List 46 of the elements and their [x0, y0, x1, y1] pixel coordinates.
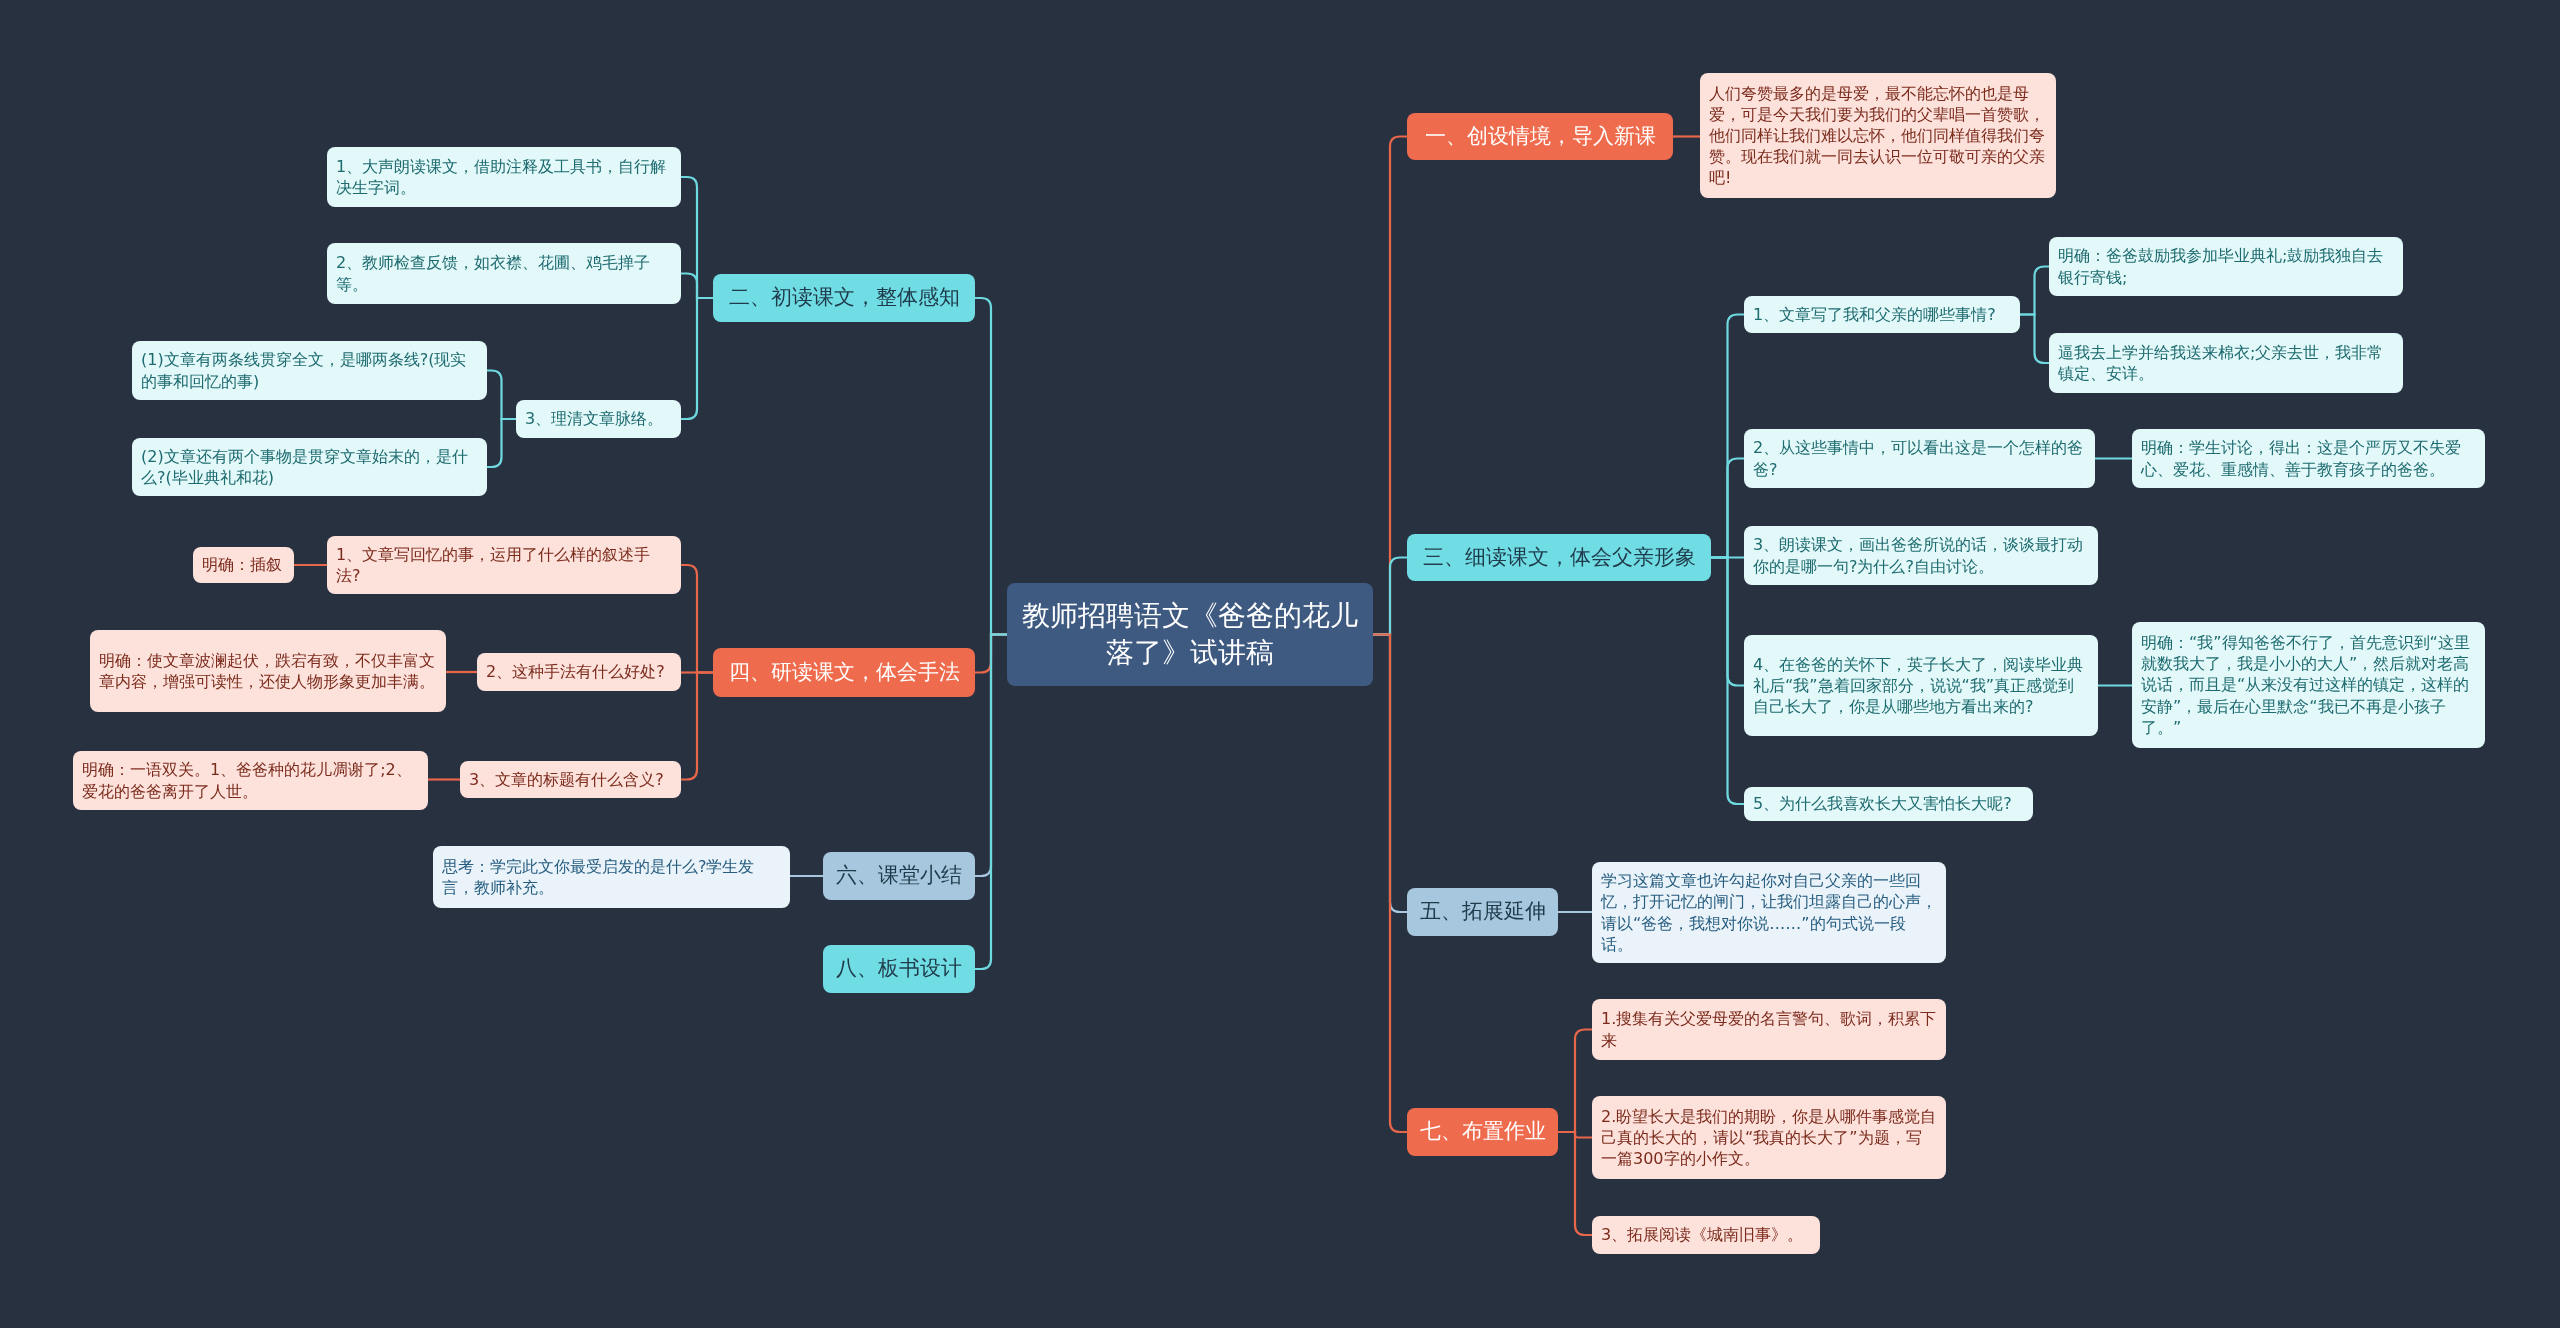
- connector-line: [487, 417, 516, 469]
- subtopic-box: 2.盼望长大是我们的期盼，你是从哪件事感觉自己真的长大的，请以“我真的长大了”为题，写一篇300字的小作文。: [1592, 1096, 1946, 1179]
- subtopic-box: 1、大声朗读课文，借助注释及工具书，自行解决生字词。: [327, 147, 681, 207]
- subtopic-box: 2、这种手法有什么好处?: [477, 653, 681, 691]
- subtopic-box: 2、教师检查反馈，如衣襟、花圃、鸡毛掸子等。: [327, 243, 681, 304]
- branch-topic: 四、研读课文，体会手法: [713, 648, 975, 697]
- central-topic: 教师招聘语文《爸爸的花儿落了》试讲稿: [1007, 583, 1373, 686]
- subtopic-box: 5、为什么我喜欢长大又害怕长大呢?: [1744, 787, 2033, 821]
- subtopic-box: 3、朗读课文，画出爸爸所说的话，谈谈最打动你的是哪一句?为什么?自由讨论。: [1744, 526, 2098, 585]
- subtopic-box: 3、理清文章脉络。: [516, 400, 681, 438]
- subtopic-box: 明确：爸爸鼓励我参加毕业典礼;鼓励我独自去银行寄钱;: [2049, 237, 2403, 296]
- subtopic-box: 2、从这些事情中，可以看出这是一个怎样的爸爸?: [1744, 429, 2095, 488]
- subtopic-box: (2)文章还有两个事物是贯穿文章始末的，是什么?(毕业典礼和花): [132, 438, 487, 496]
- connector-line: [790, 874, 823, 878]
- connector-line: [2020, 313, 2049, 365]
- subtopic-box: 人们夸赞最多的是母爱，最不能忘怀的也是母爱，可是今天我们要为我们的父辈唱一首赞歌，他们同样让我们难以忘怀，他们同样值得我们夸赞。现在我们就一同去认识一位可敬可亲的父亲吧!: [1700, 73, 2056, 198]
- branch-topic: 五、拓展延伸: [1407, 888, 1558, 936]
- connector-line: [294, 563, 327, 567]
- connector-line: [1673, 135, 1700, 138]
- subtopic-box: 明确：学生讨论，得出：这是个严厉又不失爱心、爱花、重感情、善于教育孩子的爸爸。: [2132, 429, 2485, 488]
- subtopic-box: 1.搜集有关父爱母爱的名言警句、歌词，积累下来: [1592, 999, 1946, 1060]
- subtopic-box: 明确：一语双关。1、爸爸种的花儿凋谢了;2、爱花的爸爸离开了人世。: [73, 751, 428, 810]
- branch-topic: 二、初读课文，整体感知: [713, 274, 975, 322]
- subtopic-box: 学习这篇文章也许勾起你对自己父亲的一些回忆，打开记忆的闸门，让我们坦露自己的心声，请以“爸爸，我想对你说……”的句式说一段话。: [1592, 862, 1946, 963]
- subtopic-box: (1)文章有两条线贯穿全文，是哪两条线?(现实的事和回忆的事): [132, 341, 487, 400]
- connector-line: [1711, 556, 1744, 806]
- branch-topic: 六、课堂小结: [823, 852, 975, 900]
- branch-topic: 七、布置作业: [1407, 1108, 1558, 1156]
- connector-line: [1558, 910, 1592, 914]
- subtopic-box: 明确：插叙: [193, 547, 294, 583]
- branch-topic: 三、细读课文，体会父亲形象: [1407, 534, 1711, 581]
- subtopic-box: 1、文章写回忆的事，运用了什么样的叙述手法?: [327, 536, 681, 594]
- branch-topic: 一、创设情境，导入新课: [1407, 113, 1673, 160]
- subtopic-box: 1、文章写了我和父亲的哪些事情?: [1744, 296, 2020, 333]
- branch-topic: 八、板书设计: [823, 945, 975, 993]
- connector-line: [2098, 684, 2132, 687]
- subtopic-box: 思考：学完此文你最受启发的是什么?学生发言，教师补充。: [433, 846, 790, 908]
- subtopic-box: 4、在爸爸的关怀下，英子长大了，阅读毕业典礼后“我”急着回家部分，说说“我”真正感觉到自己长大了，你是从哪些地方看出来的?: [1744, 635, 2098, 736]
- connector-line: [446, 670, 477, 674]
- subtopic-box: 逼我去上学并给我送来棉衣;父亲去世，我非常镇定、安详。: [2049, 333, 2403, 393]
- connector-line: [2095, 457, 2132, 460]
- subtopic-box: 3、文章的标题有什么含义?: [460, 761, 681, 798]
- subtopic-box: 明确：“我”得知爸爸不行了，首先意识到“这里就数我大了，我是小小的大人”，然后就对老高说话，而且是“从来没有过这样的镇定，这样的安静”，最后在心里默念“我已不再是小孩子了。”: [2132, 622, 2485, 748]
- subtopic-box: 明确：使文章波澜起伏，跌宕有致，不仅丰富文章内容，增强可读性，还使人物形象更加丰满。: [90, 630, 446, 712]
- connector-line: [428, 778, 460, 781]
- subtopic-box: 3、拓展阅读《城南旧事》。: [1592, 1216, 1820, 1254]
